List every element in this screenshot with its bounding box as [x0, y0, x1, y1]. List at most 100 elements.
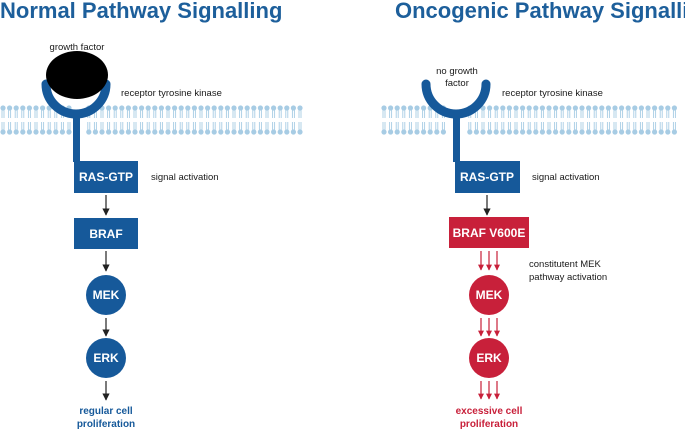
lipid-head: [284, 105, 290, 111]
lipid-tail: [173, 122, 177, 130]
lipid-head: [506, 129, 512, 135]
lipid-head: [211, 105, 217, 111]
lipid-head: [652, 105, 658, 111]
lipid-tail: [199, 122, 203, 130]
lipid-tail: [415, 122, 419, 130]
lipid-head: [539, 129, 546, 135]
lipid-head: [592, 105, 598, 111]
lipid-tail: [554, 122, 558, 130]
cell-membrane-right: [381, 105, 678, 135]
lipid-head: [546, 105, 552, 111]
mek-label-oncogenic: MEK: [476, 288, 503, 302]
lipid-tail: [179, 110, 183, 118]
lipid-tail: [146, 110, 150, 118]
lipid-head: [277, 129, 283, 135]
braf-label-normal: BRAF: [89, 227, 122, 241]
lipid-head: [40, 105, 46, 111]
lipid-head: [520, 129, 526, 135]
lipid-tail: [540, 110, 544, 118]
lipid-tail: [179, 122, 183, 130]
lipid-tail: [14, 110, 18, 118]
lipid-head: [257, 105, 263, 111]
lipid-head: [599, 105, 605, 111]
lipid-tail: [560, 110, 564, 118]
lipid-head: [178, 105, 184, 111]
lipid-head: [513, 129, 519, 135]
lipid-head: [539, 105, 546, 111]
lipid-tail: [166, 122, 170, 130]
lipid-head: [467, 129, 473, 135]
lipid-head: [553, 105, 559, 111]
lipid-head: [119, 105, 125, 111]
lipid-head: [238, 129, 244, 135]
erk-label-normal: ERK: [93, 351, 119, 365]
lipid-tail: [534, 122, 538, 130]
lipid-tail: [659, 122, 663, 130]
lipid-head: [665, 105, 671, 111]
lipid-tail: [626, 110, 630, 118]
lipid-head: [506, 105, 512, 111]
lipid-head: [158, 129, 164, 135]
lipid-tail: [441, 122, 445, 130]
erk-node-oncogenic: [469, 338, 509, 378]
lipid-tail: [527, 110, 531, 118]
lipid-head: [172, 105, 178, 111]
lipid-tail: [265, 122, 269, 130]
lipid-head: [388, 105, 394, 111]
ras-gtp-box-oncogenic: [455, 161, 520, 193]
lipid-tail: [225, 122, 229, 130]
lipid-tail: [422, 122, 426, 130]
lipid-head: [605, 129, 612, 135]
lipid-head: [145, 105, 151, 111]
lipid-head: [533, 105, 539, 111]
ras-gtp-label-oncogenic: RAS-GTP: [460, 170, 514, 184]
normal-title: Normal Pathway Signalling: [0, 0, 282, 23]
lipid-head: [224, 105, 230, 111]
lipid-tail: [126, 122, 130, 130]
lipid-head: [612, 129, 618, 135]
lipid-head: [125, 129, 131, 135]
lipid-head: [421, 105, 427, 111]
lipid-tail: [501, 110, 505, 118]
lipid-tail: [639, 122, 643, 130]
lipid-tail: [534, 110, 538, 118]
lipid-tail: [285, 122, 289, 130]
lipid-tail: [239, 122, 243, 130]
lipid-tail: [113, 110, 117, 118]
lipid-head: [566, 129, 572, 135]
receptor-stem-oncogenic: [453, 110, 460, 162]
lipid-head: [394, 129, 400, 135]
lipid-tail: [633, 110, 637, 118]
mek-label-normal: MEK: [93, 288, 120, 302]
lipid-tail: [27, 122, 31, 130]
lipid-tail: [8, 110, 12, 118]
lipid-head: [625, 105, 631, 111]
lipid-tail: [494, 110, 498, 118]
lipid-head: [244, 129, 250, 135]
lipid-tail: [527, 122, 531, 130]
lipid-head: [493, 105, 499, 111]
lipid-head: [612, 105, 618, 111]
lipid-head: [185, 129, 191, 135]
lipid-tail: [146, 122, 150, 130]
lipid-head: [414, 105, 420, 111]
lipid-head: [40, 129, 46, 135]
lipid-head: [625, 129, 631, 135]
lipid-tail: [554, 110, 558, 118]
lipid-head: [205, 105, 211, 111]
lipid-tail: [626, 122, 630, 130]
lipid-head: [26, 105, 32, 111]
lipid-tail: [47, 110, 51, 118]
lipid-tail: [21, 122, 25, 130]
lipid-head: [198, 129, 204, 135]
lipid-tail: [34, 122, 38, 130]
lipid-tail: [593, 122, 597, 130]
lipid-tail: [389, 122, 393, 130]
lipid-tail: [389, 110, 393, 118]
lipid-head: [284, 129, 290, 135]
lipid-head: [487, 105, 493, 111]
lipid-head: [513, 105, 519, 111]
lipid-tail: [272, 110, 276, 118]
lipid-tail: [488, 122, 492, 130]
